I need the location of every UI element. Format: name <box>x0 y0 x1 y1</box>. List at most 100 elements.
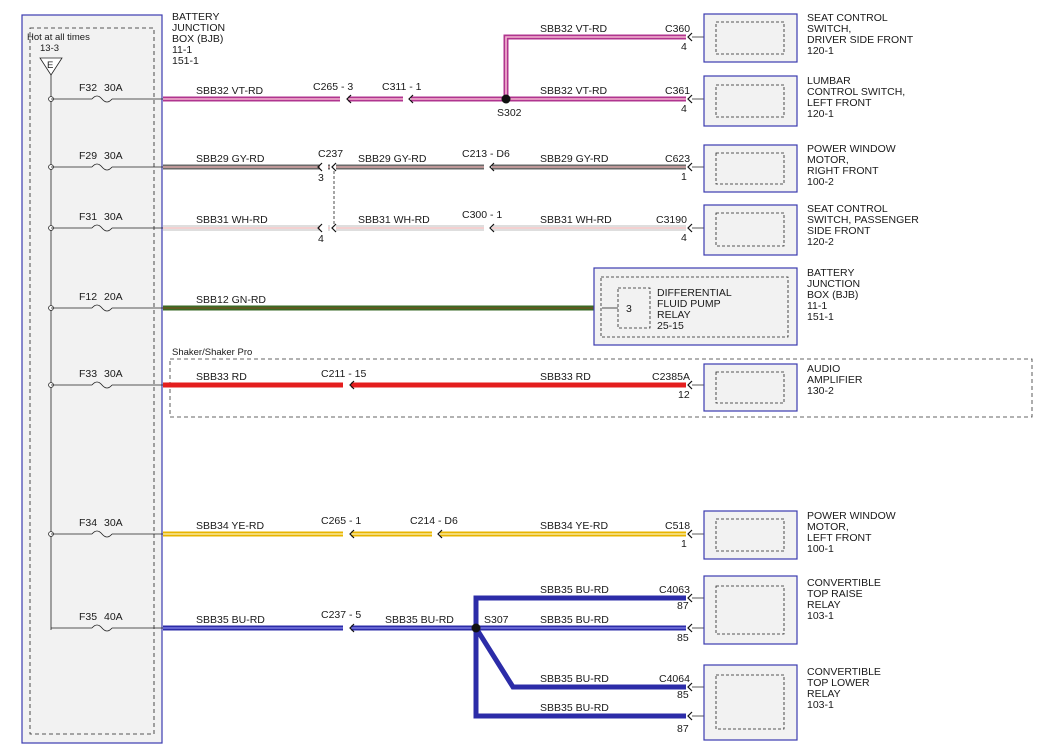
component-seat-switch-passenger: SEAT CONTROL SWITCH, PASSENGER SIDE FRON… <box>703 203 919 256</box>
relay-name: DIFFERENTIAL <box>657 287 732 299</box>
connector-pin: 1 <box>681 538 687 550</box>
fuse-f34-id: F34 <box>79 517 97 529</box>
component-name: BATTERY <box>807 267 854 279</box>
splice-s307-dot <box>471 623 481 633</box>
connector-label-group: C265 - 3 C311 - 1 C237 C213 - D6 C300 - … <box>313 81 510 621</box>
component-name: SIDE FRONT <box>807 225 871 237</box>
component-name: CONVERTIBLE <box>807 666 881 678</box>
fuse-f35-id: F35 <box>79 611 97 623</box>
hot-ref: 13-3 <box>40 43 59 54</box>
shaker-option-frame <box>169 358 1033 418</box>
wire-label: SBB34 YE-RD <box>540 520 609 532</box>
fuse-f12-rating: 20A <box>104 291 123 303</box>
fuse-f32-rating: 30A <box>104 82 123 94</box>
connector-id: C518 <box>665 520 690 532</box>
bjb-title-1: BATTERY <box>172 11 219 23</box>
wire-label: SBB35 BU-RD <box>196 614 265 626</box>
connector-pin: 4 <box>681 103 687 115</box>
component-name: CONTROL SWITCH, <box>807 86 905 98</box>
wire-sbb35 <box>163 595 686 719</box>
connector-pin: 85 <box>677 632 689 644</box>
wire-label: SBB12 GN-RD <box>196 294 266 306</box>
connector-pin: 4 <box>681 41 687 53</box>
component-ref: 120-2 <box>807 236 834 248</box>
component-ref: 103-1 <box>807 699 834 711</box>
fuse-f31-rating: 30A <box>104 211 123 223</box>
connector-id: C623 <box>665 153 690 165</box>
component-name: RIGHT FRONT <box>807 165 879 177</box>
component-ref: 11-1 <box>807 300 827 312</box>
connector-pin: 87 <box>677 723 689 735</box>
wire-label: SBB33 RD <box>196 371 247 383</box>
fuse-f32: F32 30A <box>48 82 163 103</box>
component-name: MOTOR, <box>807 521 849 533</box>
fuse-f31: F31 30A <box>48 211 163 232</box>
relay-name: FLUID PUMP <box>657 298 721 310</box>
connector-label: C213 - D6 <box>462 148 510 160</box>
connector-label: C211 - 15 <box>321 368 366 380</box>
connector-id: C4064 <box>659 673 690 685</box>
component-name: BOX (BJB) <box>807 289 858 301</box>
component-name: TOP RAISE <box>807 588 863 600</box>
connector-id: C3190 <box>656 214 687 226</box>
wire-label: SBB29 GY-RD <box>540 153 609 165</box>
wire-label: SBB32 VT-RD <box>540 85 608 97</box>
bjb-dashed-frame <box>29 27 155 735</box>
component-name: LEFT FRONT <box>807 97 872 109</box>
fuse-f29-rating: 30A <box>104 150 123 162</box>
component-bjb-relay: 3 DIFFERENTIAL FLUID PUMP RELAY 25-15 BA… <box>593 267 860 346</box>
component-name: LEFT FRONT <box>807 532 872 544</box>
fuse-f33-rating: 30A <box>104 368 123 380</box>
component-name: RELAY <box>807 688 841 700</box>
component-name: TOP LOWER <box>807 677 870 689</box>
wire-label: SBB35 BU-RD <box>540 673 609 685</box>
wire-label: SBB32 VT-RD <box>196 85 264 97</box>
connector-pin: 85 <box>677 689 689 701</box>
component-name: DRIVER SIDE FRONT <box>807 34 914 46</box>
component-top-raise-relay: CONVERTIBLE TOP RAISE RELAY 103-1 <box>703 575 881 645</box>
wire-label: SBB29 GY-RD <box>358 153 427 165</box>
connector-id: C2385A <box>652 371 690 383</box>
wire-label: SBB34 YE-RD <box>196 520 265 532</box>
component-ref: 100-1 <box>807 543 834 555</box>
component-name: MOTOR, <box>807 154 849 166</box>
component-lumbar-switch: LUMBAR CONTROL SWITCH, LEFT FRONT 120-1 <box>703 75 905 127</box>
bjb-ref-1: 11-1 <box>172 44 192 56</box>
wire-label: SBB31 WH-RD <box>196 214 268 226</box>
connector-id: C361 <box>665 85 690 97</box>
wire-label: SBB35 BU-RD <box>540 584 609 596</box>
splice-s302-dot <box>501 94 511 104</box>
connector-label: C311 - 1 <box>382 81 422 93</box>
connector-label: C237 <box>318 148 343 160</box>
fuse-f34: F34 30A <box>48 517 163 538</box>
wire-sbb32 <box>163 34 686 104</box>
component-ref: 130-2 <box>807 385 834 397</box>
component-connector-labels: C360 4 C361 4 C623 1 C3190 4 C2385A 12 C… <box>652 23 690 735</box>
component-ref: 120-1 <box>807 108 834 120</box>
fuse-f29-id: F29 <box>79 150 97 162</box>
component-name: JUNCTION <box>807 278 860 290</box>
wire-label: SBB31 WH-RD <box>540 214 612 226</box>
component-name: RELAY <box>807 599 841 611</box>
connector-pin: 87 <box>677 600 689 612</box>
connector-pin: 12 <box>678 389 690 401</box>
fuse-f29: F29 30A <box>48 150 163 171</box>
component-name: POWER WINDOW <box>807 510 896 522</box>
inline-connector-gaps <box>320 94 492 633</box>
component-power-window-rf: POWER WINDOW MOTOR, RIGHT FRONT 100-2 <box>703 143 896 193</box>
component-ref: 120-1 <box>807 45 834 57</box>
hot-at-all-times-label: Hot at all times <box>27 32 90 43</box>
component-audio-amplifier: AUDIO AMPLIFIER 130-2 <box>703 363 863 412</box>
connector-label: C237 - 5 <box>321 609 361 621</box>
connector-pin: 1 <box>681 171 687 183</box>
wire-label: SBB33 RD <box>540 371 591 383</box>
relay-name: RELAY <box>657 309 691 321</box>
component-terminals <box>687 32 693 721</box>
component-seat-switch-driver: SEAT CONTROL SWITCH, DRIVER SIDE FRONT 1… <box>703 12 914 63</box>
wire-label: SBB35 BU-RD <box>385 614 454 626</box>
inline-connector-chevrons <box>317 94 495 633</box>
connector-id: C360 <box>665 23 690 35</box>
connector-id: C4063 <box>659 584 690 596</box>
wire-label: SBB29 GY-RD <box>196 153 265 165</box>
fuse-f34-rating: 30A <box>104 517 123 529</box>
